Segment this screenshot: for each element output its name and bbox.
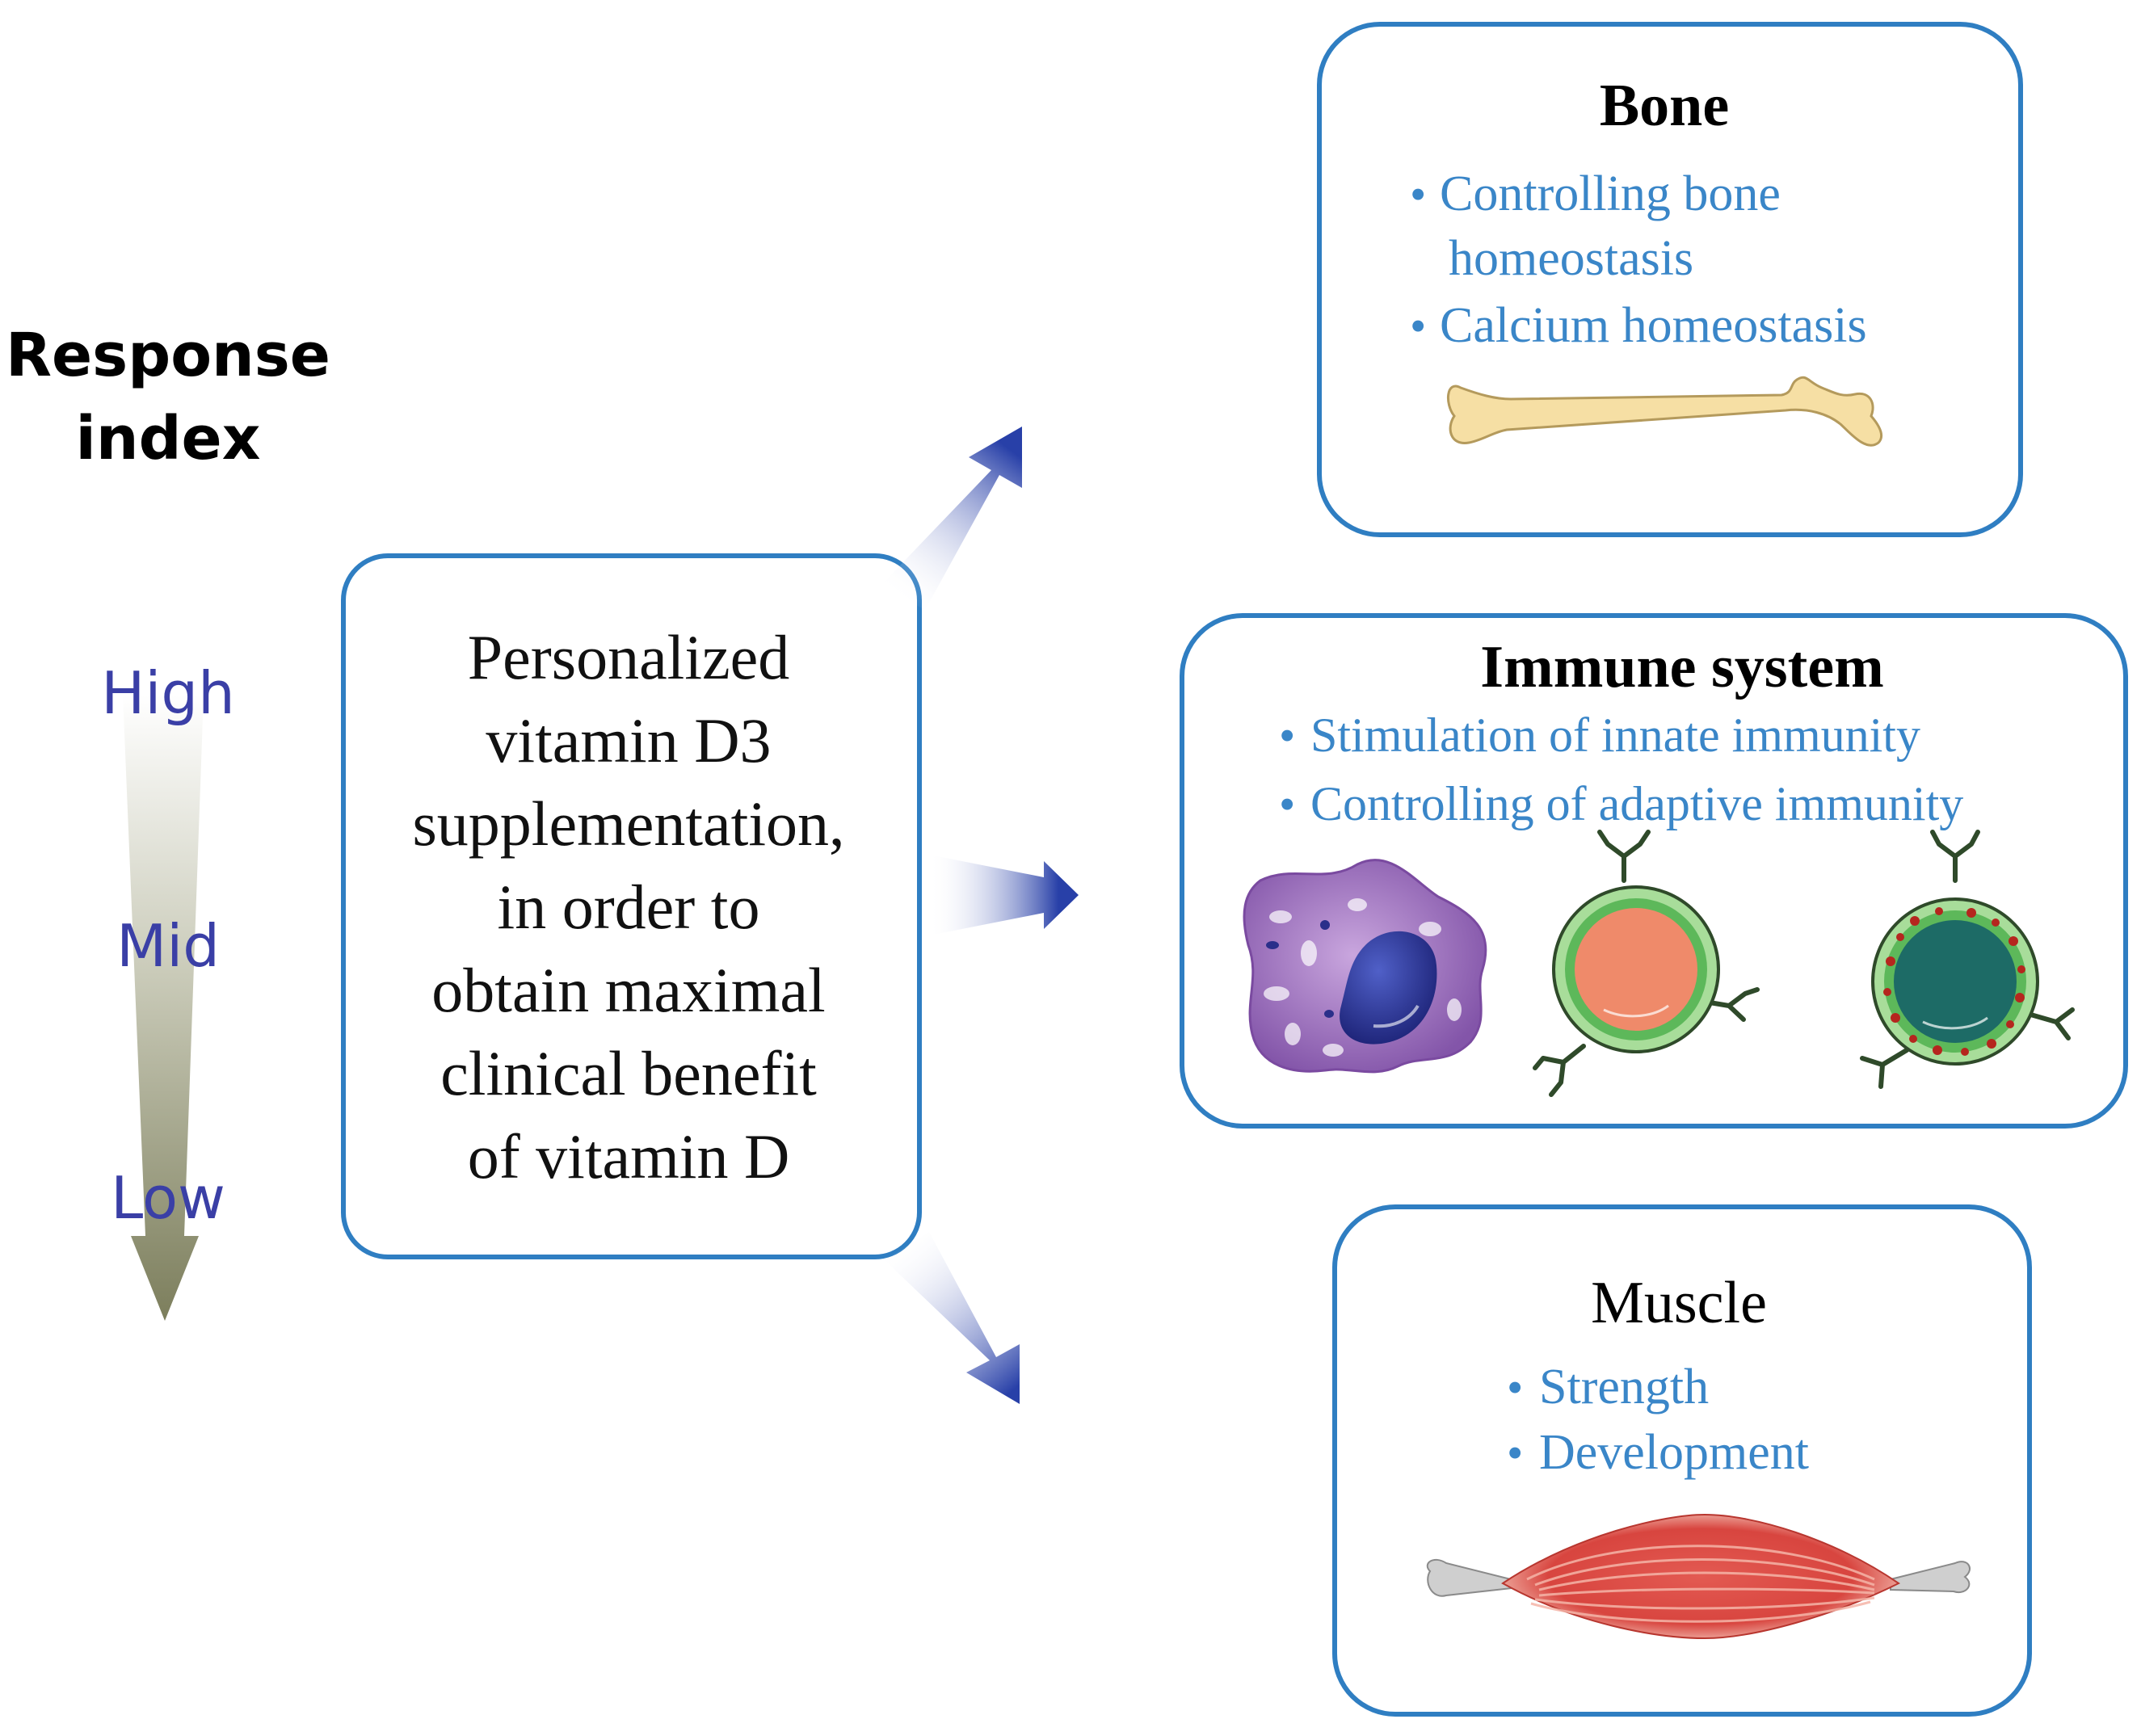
lymphocyte-cell-illustration [1533,830,1760,1097]
immune-bullet-2-dot: • [1279,778,1295,830]
immune-box: Immune system • Stimulation of innate im… [1180,613,2128,1129]
muscle-bullet-1-line-1: Strength [1539,1360,1709,1414]
supplementation-line-1: Personalized [468,622,790,692]
supplementation-line-6: clinical benefit [440,1038,817,1108]
immune-bullet-1-line-1: Stimulation of innate immunity [1310,708,1920,762]
arrow-to-immune [929,855,1079,935]
bone-illustration [1446,376,1883,447]
bone-bullet-1-line-1: Controlling bone [1440,166,1781,221]
supplementation-box: Personalized vitamin D3 supplementation,… [341,553,922,1259]
immune-title: Immune system [1480,634,1883,700]
muscle-bullet-2-line-1: Development [1539,1425,1809,1480]
arrow-to-bone [881,427,1022,610]
supplementation-line-7: of vitamin D [468,1121,790,1192]
bone-bullet-2-dot: • [1410,300,1426,352]
supplementation-line-4: in order to [498,872,760,942]
muscle-illustration [1426,1513,1971,1640]
supplementation-line-3: supplementation, [412,788,844,859]
immune-bullet-2-line-1: Controlling of adaptive immunity [1310,777,1963,830]
bone-bullet-1-line-2: homeostasis [1449,231,1693,286]
response-gradient-arrow [123,695,204,1321]
muscle-bullet-1-dot: • [1507,1361,1523,1414]
supplementation-box-frame [341,553,922,1259]
muscle-box: Muscle • Strength • Development [1332,1204,2032,1717]
flow-arrows [881,427,1079,1404]
level-label-low: Low [111,1164,225,1232]
level-label-high: High [101,659,234,727]
response-index: Response index High Mid Low [6,321,330,1321]
bone-box: Bone • Controlling bone homeostasis • Ca… [1317,22,2023,537]
response-index-title-line-2: index [76,404,261,473]
bone-bullet-1-dot: • [1410,168,1426,221]
response-index-title-line-1: Response [6,321,330,390]
macrophage-cell-illustration [1243,859,1487,1074]
supplementation-line-2: vitamin D3 [486,705,771,776]
level-label-mid: Mid [116,912,220,980]
muscle-bullet-2-dot: • [1507,1427,1523,1479]
bone-bullet-2-line-1: Calcium homeostasis [1440,298,1867,353]
supplementation-line-5: obtain maximal [431,955,825,1025]
dendritic-lymphocyte-illustration [1860,830,2075,1089]
arrow-to-muscle [885,1232,1020,1404]
immune-bullet-1-dot: • [1279,709,1295,762]
bone-title: Bone [1600,73,1729,139]
muscle-title: Muscle [1591,1270,1767,1336]
